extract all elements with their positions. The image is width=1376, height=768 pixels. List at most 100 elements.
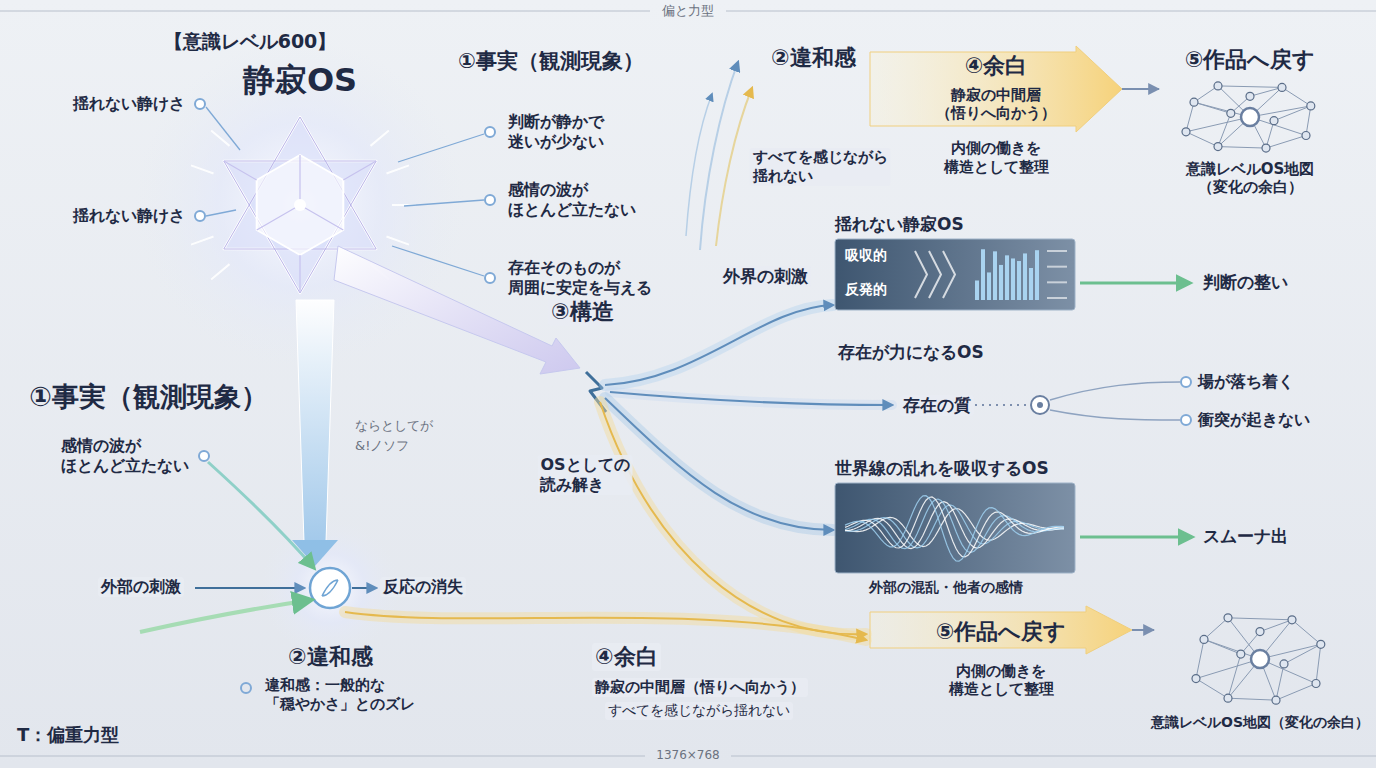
dark-os-panel: 世界線の乱れを吸収するOS 外部の混乱・他者の感情 bbox=[835, 458, 1075, 597]
dark-os-panel: 揺れない静寂OS吸収的反発的 bbox=[835, 214, 1075, 310]
node-text: 静寂の中間層（悟りへ向かう） bbox=[936, 86, 1056, 124]
network-map: 意識レベルOS地図（変化の余白） bbox=[1155, 606, 1365, 732]
bar bbox=[1017, 261, 1021, 300]
flow-arrow bbox=[1080, 282, 1190, 285]
presence-glyph bbox=[1037, 402, 1043, 408]
network-graphic bbox=[1192, 614, 1325, 704]
network-dot bbox=[1270, 117, 1278, 125]
chevron bbox=[943, 251, 955, 298]
text-label: 判断の整い bbox=[1200, 272, 1291, 293]
network-link bbox=[1228, 618, 1292, 620]
light-ray bbox=[211, 264, 229, 279]
flow-arrow bbox=[140, 600, 311, 632]
chevron bbox=[929, 251, 941, 298]
bullet-dot bbox=[195, 211, 205, 221]
text-label: T：偏重力型 bbox=[14, 724, 122, 747]
leader-line bbox=[392, 246, 484, 276]
chevron bbox=[915, 251, 927, 298]
network-dot bbox=[1182, 128, 1190, 136]
text-label: 感情の波が ほとんど立たない bbox=[58, 436, 192, 476]
text-label: 衝突が起きない bbox=[1195, 410, 1313, 430]
panel-rect bbox=[835, 483, 1075, 573]
text-label: 外部の刺激 bbox=[98, 577, 184, 597]
bullet-dot bbox=[485, 273, 495, 283]
network-link bbox=[1204, 618, 1228, 640]
node-heading: ⑤作品へ戻す bbox=[1185, 46, 1316, 74]
bullet-dot bbox=[1181, 415, 1191, 425]
network-link bbox=[1276, 684, 1316, 701]
connector-group bbox=[1122, 89, 1159, 630]
network-map-shape bbox=[1155, 606, 1365, 732]
network-dot bbox=[1214, 82, 1222, 90]
network-dot bbox=[1312, 680, 1320, 688]
node-text: 外部の混乱・他者の感情 bbox=[869, 579, 1023, 597]
flow-arrow bbox=[1050, 382, 1180, 400]
reaction-circle bbox=[310, 568, 350, 608]
separator-line bbox=[0, 11, 1376, 756]
light-beam bbox=[296, 300, 334, 542]
network-link bbox=[1266, 136, 1306, 149]
bar bbox=[1011, 258, 1015, 300]
flow-arrow bbox=[345, 612, 866, 640]
flow-arrow bbox=[686, 94, 712, 236]
wave-line bbox=[845, 502, 1064, 549]
network-dot bbox=[1214, 143, 1222, 151]
text-label: 判断が静かで 迷いが少ない bbox=[505, 112, 607, 152]
bar bbox=[987, 272, 991, 300]
text-label: &!ノソフ bbox=[352, 438, 412, 454]
reaction-circle bbox=[322, 580, 338, 596]
flow-band bbox=[345, 305, 892, 640]
network-dot bbox=[1224, 614, 1232, 622]
presence-glyph bbox=[1031, 396, 1049, 414]
bar bbox=[981, 249, 985, 300]
node-heading: 世界線の乱れを吸収するOS bbox=[835, 458, 1049, 479]
network-dot bbox=[1280, 660, 1288, 668]
text-label: ④余白 bbox=[592, 643, 661, 671]
light-ray bbox=[370, 130, 388, 145]
page-title: 偏と力型 bbox=[659, 3, 717, 19]
yellow-process-arrow: ⑤作品へ戻す内側の働きを 構造として整理 bbox=[870, 606, 1132, 699]
node-text: 吸収的 bbox=[845, 247, 887, 265]
flow-band bbox=[600, 402, 866, 634]
bullet-dot bbox=[485, 195, 495, 205]
network-map: ⑤作品へ戻す意識レベルOS地図（変化の余白） bbox=[1160, 46, 1340, 197]
flow-arrow bbox=[195, 587, 304, 589]
text-label: すべてを感じながら 揺れない bbox=[750, 148, 891, 186]
separator-line bbox=[0, 756, 645, 757]
network-link bbox=[1228, 654, 1241, 698]
arrow-shape bbox=[870, 606, 1132, 654]
flow-arrow bbox=[600, 402, 866, 634]
wave-line bbox=[845, 496, 1064, 562]
text-label: 【意識レベル600】 bbox=[161, 30, 340, 54]
bullet-dot bbox=[195, 99, 205, 109]
network-link bbox=[1250, 87, 1282, 96]
text-label: 存在そのものが 周囲に安定を与える bbox=[505, 258, 655, 298]
flow-arrow bbox=[605, 398, 833, 530]
node-text: 内側の働きを 構造として整理 bbox=[944, 139, 1049, 177]
network-link bbox=[1282, 87, 1311, 106]
node-heading: 揺れない静寂OS bbox=[835, 214, 964, 235]
text-label: ならとしてが bbox=[352, 418, 436, 434]
bar bbox=[975, 281, 979, 301]
network-dot bbox=[1262, 144, 1270, 152]
leader-line bbox=[404, 200, 484, 206]
node-text: 内側の働きを 構造として整理 bbox=[949, 662, 1054, 700]
network-dot bbox=[1288, 616, 1296, 624]
wave-line bbox=[845, 497, 1064, 557]
separator-line bbox=[731, 756, 1376, 757]
text-label: 揺れない静けさ bbox=[70, 94, 188, 114]
text-line bbox=[1047, 250, 1067, 252]
leader-line bbox=[206, 107, 240, 150]
text-label: ②違和感 bbox=[768, 44, 859, 72]
flow-arrow bbox=[610, 392, 892, 405]
flow-arrow bbox=[1080, 536, 1192, 539]
text-label: 存在が力になるOS bbox=[835, 342, 987, 363]
separator-line bbox=[726, 11, 1376, 12]
text-label: 静寂の中間層（悟りへ向かう） bbox=[592, 678, 808, 697]
text-line bbox=[1047, 281, 1067, 283]
bar bbox=[1035, 250, 1039, 300]
network-link bbox=[1316, 644, 1321, 683]
flow-arrow bbox=[140, 62, 1192, 640]
network-link bbox=[1274, 106, 1311, 121]
